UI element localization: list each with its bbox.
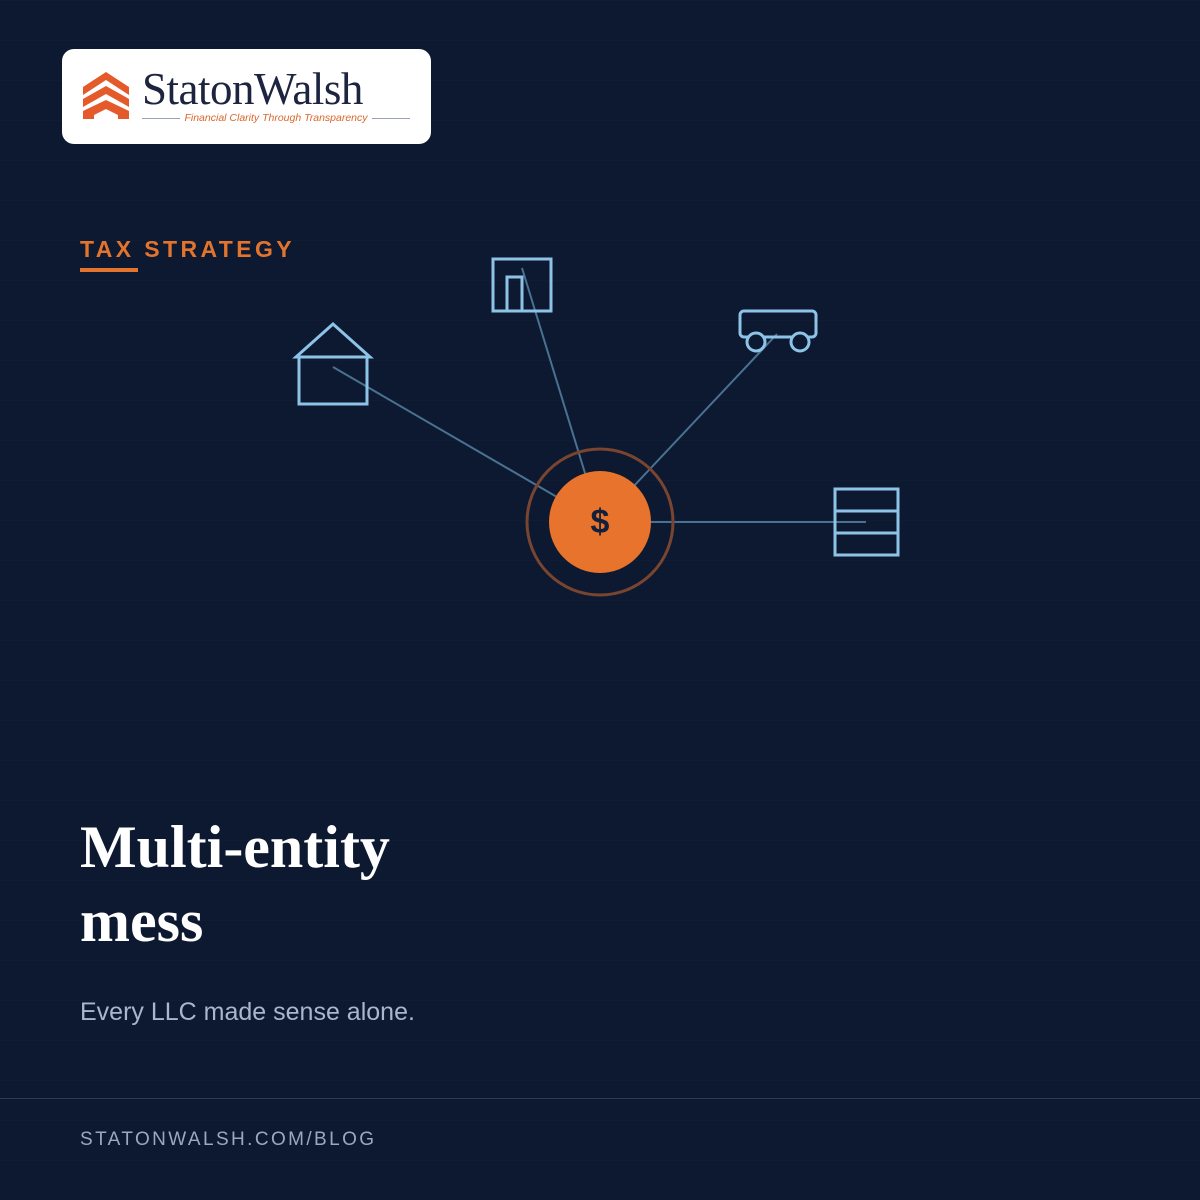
footer-url-link[interactable]: STATONWALSH.COM/BLOG — [80, 1129, 377, 1150]
entity-network-diagram — [292, 257, 900, 597]
category-label: TAX STRATEGY — [80, 236, 296, 262]
tagline-rule-right — [371, 117, 410, 119]
category-underline — [80, 268, 138, 272]
brand-logo-card[interactable]: StatonWalsh Financial Clarity Through Tr… — [62, 49, 431, 144]
filing-cabinet-icon — [833, 487, 900, 557]
brand-tagline: Financial Clarity Through Transparency — [184, 112, 368, 124]
brand-tagline-row: Financial Clarity Through Transparency — [142, 111, 410, 125]
brand-name: StatonWalsh — [142, 64, 363, 114]
dollar-coin-icon — [525, 447, 675, 597]
subheadline: Every LLC made sense alone. — [80, 998, 415, 1026]
tagline-rule-left — [142, 117, 181, 119]
dollar-symbol: $ — [590, 503, 610, 541]
headline: Multi-entity mess — [80, 810, 680, 958]
headline-line-1: Multi-entity — [80, 814, 390, 880]
footer-divider — [0, 1098, 1200, 1099]
stacked-chevrons-logo-icon — [83, 72, 129, 119]
house-icon — [292, 321, 374, 406]
connector-line-house — [332, 366, 601, 523]
headline-line-2: mess — [80, 888, 204, 954]
vehicle-icon — [738, 309, 818, 353]
storefront-icon — [491, 257, 553, 313]
